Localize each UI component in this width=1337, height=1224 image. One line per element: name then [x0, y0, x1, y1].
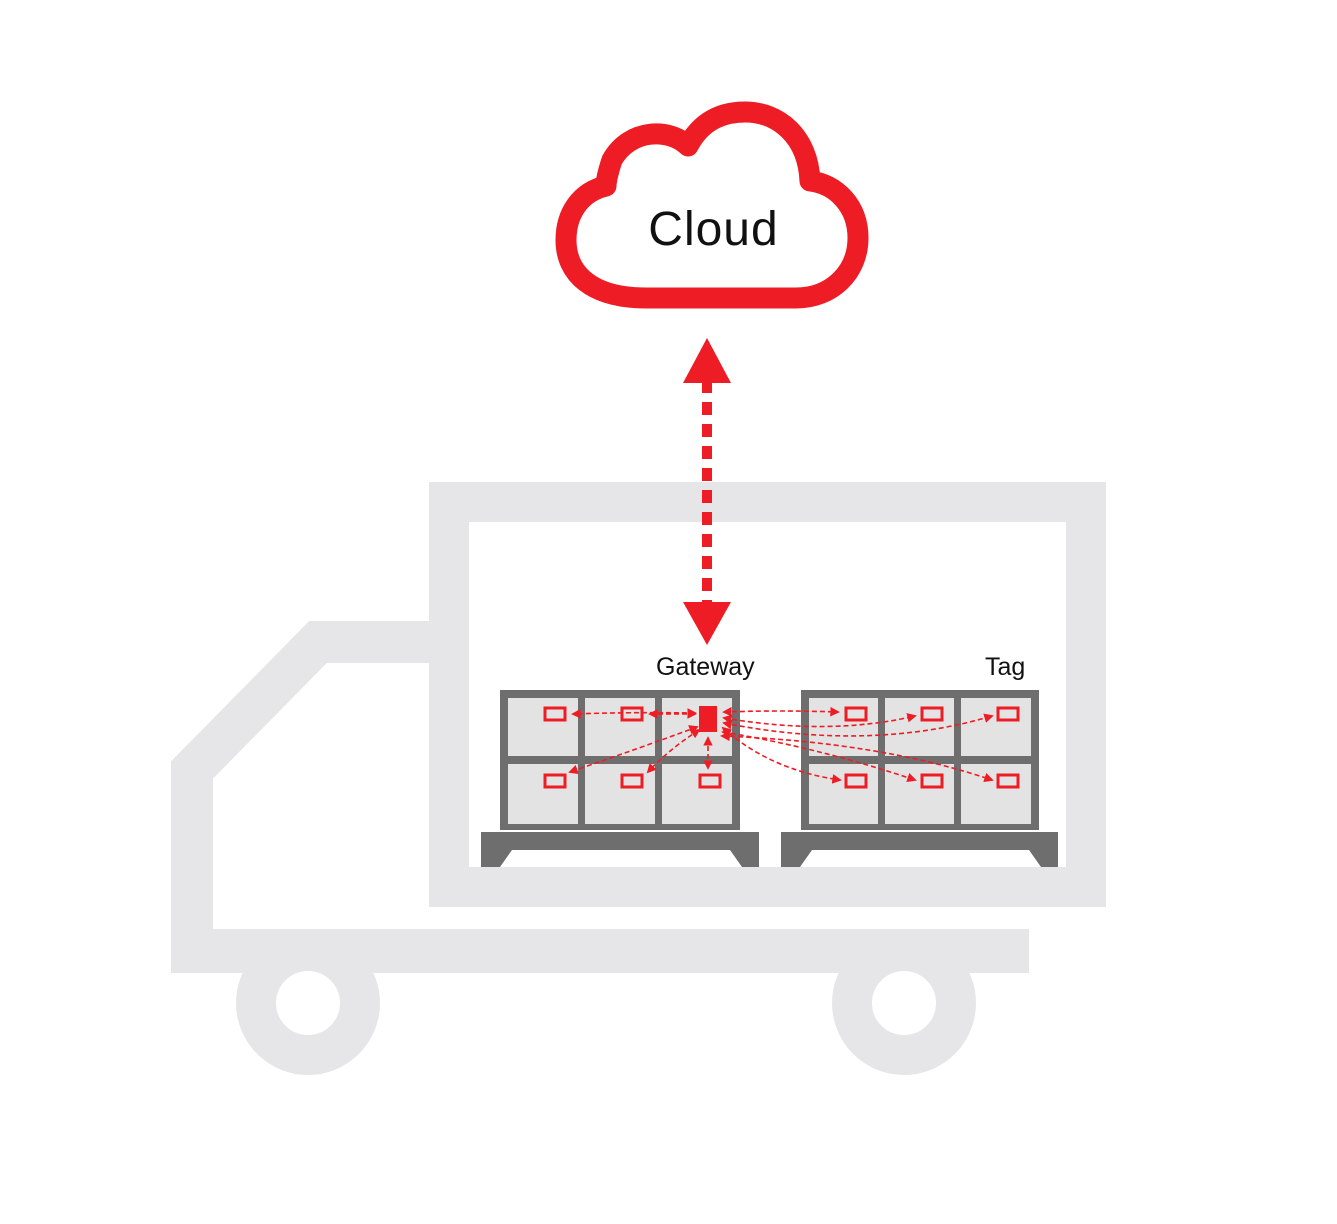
- rear-wheel: [236, 931, 380, 1075]
- truck-cab: [171, 621, 430, 971]
- cloud-label: Cloud: [648, 203, 779, 256]
- tag-link: [720, 731, 994, 783]
- tag: [543, 706, 567, 722]
- front-wheel: [832, 931, 976, 1075]
- tag: [996, 773, 1020, 789]
- cloud-gateway-link: [683, 338, 731, 645]
- up-arrowhead: [683, 338, 731, 383]
- cargo-box: [429, 482, 1106, 907]
- tag-label: Tag: [985, 653, 1026, 681]
- tag-link: [722, 706, 840, 717]
- tag: [996, 706, 1020, 722]
- tag: [698, 773, 722, 789]
- gateway-label: Gateway: [656, 653, 755, 681]
- tag-links: [568, 706, 994, 784]
- truck: [171, 482, 1106, 1075]
- left-pallet: [481, 690, 759, 867]
- tag-link: [571, 708, 697, 719]
- down-arrowhead: [683, 602, 731, 645]
- right-pallet-base: [781, 832, 1058, 867]
- tag: [543, 773, 567, 789]
- right-pallet: [781, 690, 1058, 867]
- tag-link: [568, 725, 699, 775]
- cloud-icon: [555, 101, 869, 309]
- tag-link: [646, 728, 701, 774]
- left-pallet-base: [481, 832, 759, 867]
- tag: [620, 773, 644, 789]
- gateway-device: [699, 706, 717, 732]
